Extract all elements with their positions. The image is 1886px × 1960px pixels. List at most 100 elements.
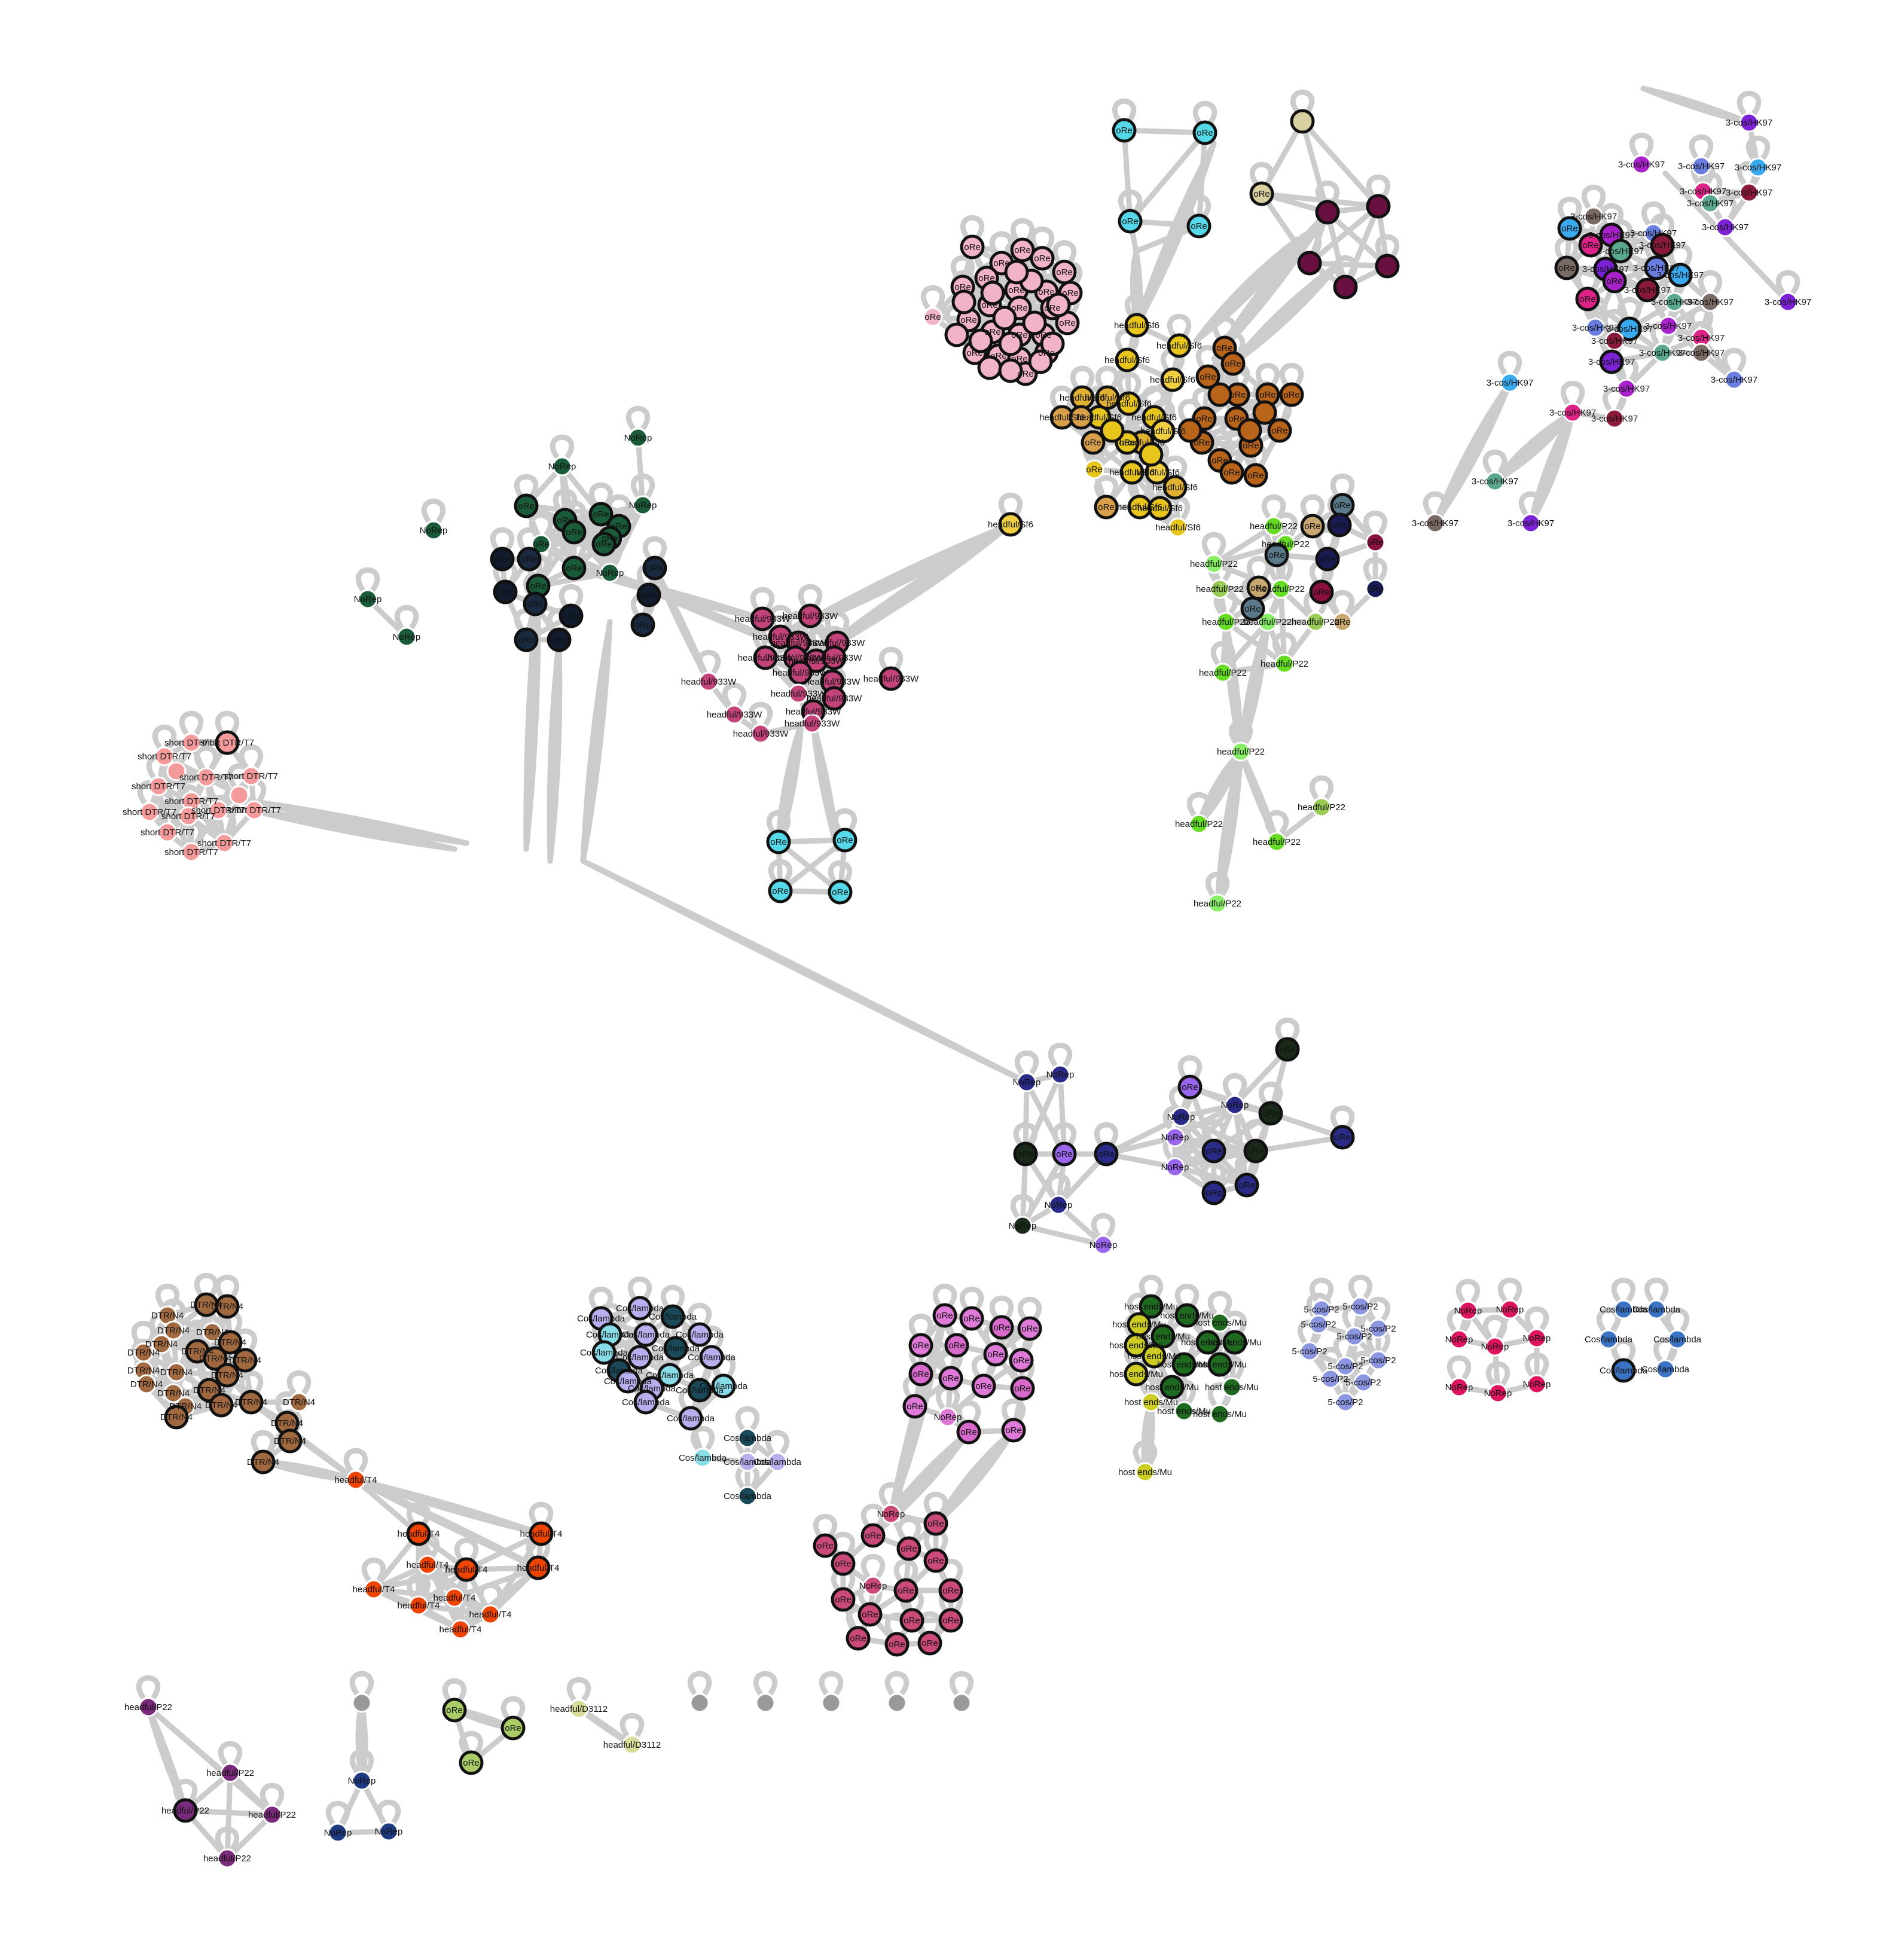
node-t4 [444, 1587, 465, 1608]
node-cyan [766, 829, 791, 854]
node-label: oRe [966, 348, 983, 358]
edge [224, 1770, 233, 1861]
node-label: 3-cos/HK97 [1582, 264, 1629, 274]
self-loop [550, 434, 575, 459]
node-t4 [529, 1521, 554, 1546]
node-navy-norep [514, 627, 539, 652]
self-loop [1455, 1278, 1481, 1303]
node-label: DTR/N4 [145, 1339, 178, 1350]
node-label: oRe [1196, 414, 1213, 424]
node-layer [133, 109, 1798, 1869]
node-lambda [737, 1428, 758, 1448]
node-lambda [687, 1322, 712, 1347]
self-loop [1363, 510, 1388, 535]
node-mu [1135, 1462, 1155, 1482]
node-p22-top [1231, 741, 1251, 762]
node-label: headful/933W [789, 656, 844, 666]
node-label: short DTR/T7 [227, 805, 281, 816]
node-label: headful/933W [783, 611, 838, 621]
node-t4 [406, 1521, 431, 1546]
node-rose-norep [831, 1587, 856, 1612]
node-label: headful/T4 [520, 1529, 563, 1539]
node-label: oRe [1038, 348, 1055, 358]
self-loop [1722, 347, 1747, 373]
self-loop [878, 1482, 904, 1507]
node-label: headful/P22 [1202, 617, 1250, 627]
node-mid-norep [1225, 1095, 1245, 1115]
node-933w [750, 606, 775, 631]
node-label: headful/933W [735, 614, 791, 624]
node-label: 3-cos/HK97 [1597, 246, 1644, 257]
self-loop [1264, 810, 1289, 835]
node-label: oRe [835, 1595, 852, 1605]
node-label: short DTR/T7 [164, 847, 218, 857]
node-p22-top [1274, 654, 1295, 674]
node-label: oRe [993, 258, 1010, 268]
node-label: oRe [817, 1541, 834, 1551]
node-cyan [1192, 120, 1217, 145]
node-p2 [1344, 1326, 1365, 1347]
self-loop [1290, 89, 1315, 114]
node-label: NoRep [1013, 1077, 1041, 1088]
node-singletons [689, 1693, 710, 1713]
node-sf6 [1167, 333, 1192, 358]
node-label: oRe [446, 1705, 463, 1715]
node-label: oRe [1044, 303, 1061, 313]
self-loop [1485, 1361, 1510, 1386]
node-purple-p22 [173, 1798, 198, 1823]
node-label: NoRep [1046, 1070, 1075, 1080]
node-label: oRe [1008, 285, 1025, 295]
node-label: headful/P22 [1250, 521, 1298, 532]
node-sf6 [1100, 418, 1125, 443]
edge [1121, 127, 1208, 136]
node-label: short DTR/T7 [138, 752, 191, 762]
edge [1307, 203, 1381, 266]
node-label: oRe [1197, 128, 1213, 138]
self-loop [860, 1503, 886, 1528]
node-p22-top [1204, 554, 1224, 574]
node-mid-norep [1258, 1101, 1283, 1126]
self-loop [884, 1671, 910, 1696]
node-hk97 [1557, 216, 1582, 241]
node-label: oRe [987, 1350, 1004, 1360]
node-mu [1174, 1401, 1194, 1421]
edge-bundle [580, 858, 1030, 1085]
node-label: NoRep [934, 1412, 962, 1422]
node-label: 3-cos/HK97 [1591, 414, 1638, 424]
node-label: 3-cos/HK97 [1726, 118, 1772, 128]
self-loop [1309, 775, 1334, 800]
node-label: host ends/Mu [1160, 1311, 1214, 1321]
node-p22-top [1207, 893, 1228, 914]
node-label: headful/933W [738, 653, 794, 663]
node-label: oRe [942, 1616, 959, 1626]
node-label: NoRep [324, 1828, 352, 1838]
node-label: 5-cos/P2 [1327, 1361, 1363, 1372]
node-label: headful/Sf6 [1134, 468, 1180, 478]
node-sf6-brown [1220, 351, 1246, 376]
node-label: short DTR/T7 [141, 828, 194, 838]
edge [1325, 209, 1348, 290]
self-loop [355, 567, 380, 592]
node-n4 [203, 1346, 228, 1371]
node-label: oRe [1331, 520, 1348, 530]
node-label: NoRep [375, 1827, 403, 1837]
node-label: host ends/Mu [1181, 1338, 1235, 1348]
node-label: oRe [1194, 438, 1210, 448]
self-loop [179, 710, 204, 735]
node-label: host ends/Mu [1193, 1318, 1247, 1328]
node-hk97 [1599, 349, 1624, 374]
node-hk97 [1602, 268, 1627, 294]
self-loop [1497, 350, 1522, 375]
self-loop [1575, 267, 1600, 292]
self-loop [1315, 527, 1340, 552]
node-label: 5-cos/P2 [1360, 1324, 1396, 1334]
node-label: 3-cos/HK97 [1687, 297, 1734, 307]
node-label: Cos/lambda [667, 1413, 715, 1424]
node-mu [1150, 1324, 1176, 1349]
node-label: oRe [924, 312, 941, 322]
node-p22-slate [1365, 579, 1385, 599]
node-violet-norep [983, 1342, 1008, 1367]
node-label: headful/Sf6 [1140, 426, 1186, 436]
node-mu [1171, 1352, 1197, 1377]
node-label: oRe [1283, 390, 1300, 400]
